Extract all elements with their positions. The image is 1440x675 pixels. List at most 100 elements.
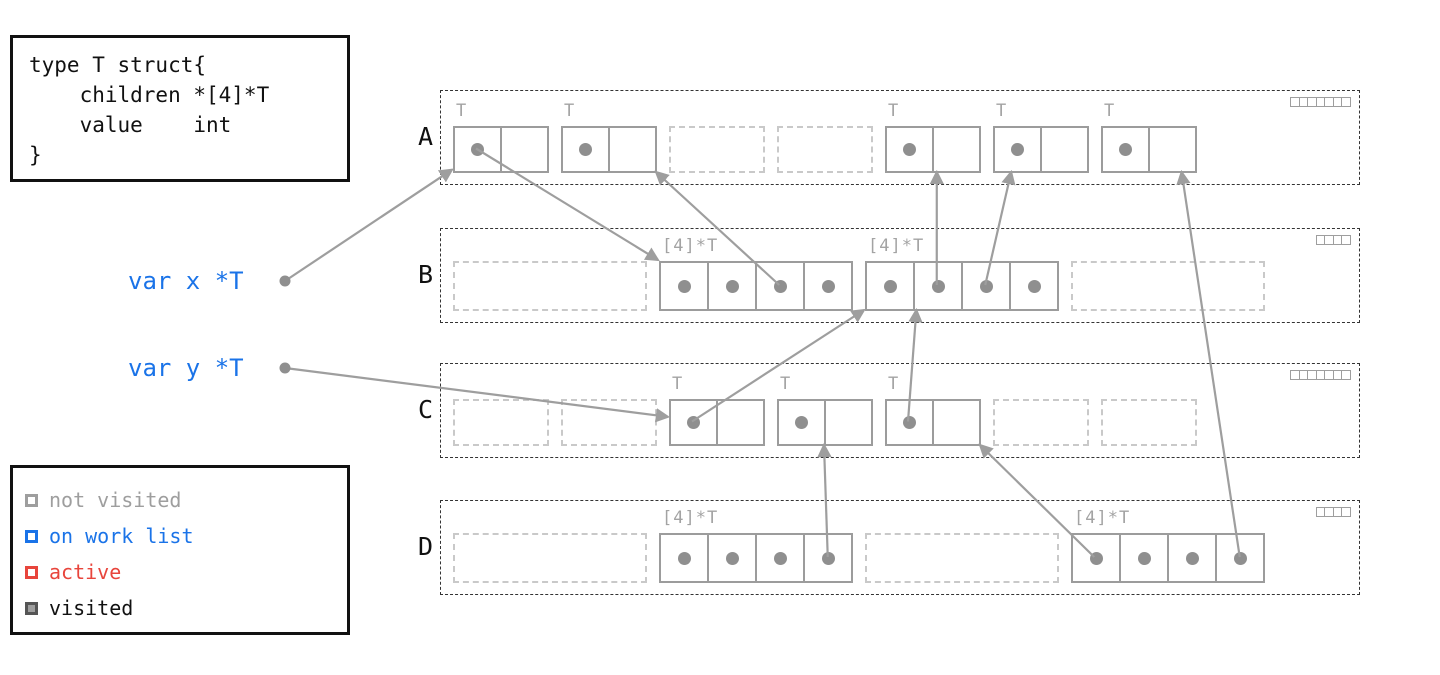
minigrid-cell (1341, 370, 1351, 380)
object-cell (716, 401, 763, 444)
object-type-label: [4]*T (1074, 508, 1131, 528)
object-cell (755, 263, 803, 309)
object-cell (887, 128, 932, 171)
object-cell (661, 535, 707, 581)
pointer-field-dot (1119, 143, 1132, 156)
var-x-label: var x *T (128, 267, 244, 295)
allocation-minigrid (1315, 235, 1351, 245)
pointer-field-dot (903, 416, 916, 429)
free-slot (453, 533, 647, 583)
array-object (1071, 533, 1265, 583)
object-cell (1103, 128, 1148, 171)
object-cell (1040, 128, 1087, 171)
object-type-label: [4]*T (662, 236, 719, 256)
allocation-minigrid (1315, 507, 1351, 517)
t-object (885, 399, 981, 446)
object-cell (932, 401, 979, 444)
array-object (865, 261, 1059, 311)
object-cell (803, 263, 851, 309)
visited-swatch-icon (25, 601, 38, 615)
legend-label: not visited (49, 488, 182, 512)
pointer-field-dot (471, 143, 484, 156)
active-swatch-icon (25, 565, 38, 579)
object-cell (1148, 128, 1195, 171)
legend-label: active (49, 560, 122, 584)
free-slot (865, 533, 1059, 583)
object-cell (608, 128, 655, 171)
object-cell (1167, 535, 1215, 581)
pointer-field-dot (677, 551, 691, 565)
object-type-label: T (888, 374, 900, 394)
t-object (561, 126, 657, 173)
object-cell (707, 535, 755, 581)
heap-region-D: D[4]*T[4]*T (418, 500, 1360, 595)
pointer-field-dot (579, 143, 592, 156)
region-label-B: B (417, 259, 433, 289)
code-line: } (29, 143, 42, 167)
object-cell (913, 263, 961, 309)
not-visited-swatch-icon (25, 493, 38, 507)
pointer-field-dot (883, 279, 897, 293)
object-cell (824, 401, 871, 444)
object-cell (995, 128, 1040, 171)
legend-item-visited: visited (25, 590, 347, 626)
object-type-label: T (780, 374, 792, 394)
pointer-field-dot (1089, 551, 1103, 565)
allocation-minigrid (1290, 97, 1351, 107)
object-cell (755, 535, 803, 581)
minigrid-cell (1341, 97, 1351, 107)
free-slot (561, 399, 657, 446)
object-cell (671, 401, 716, 444)
object-cell (500, 128, 547, 171)
pointer-field-dot (903, 143, 916, 156)
pointer-field-dot (821, 551, 835, 565)
object-cell (961, 263, 1009, 309)
var-y-label: var y *T (128, 354, 244, 382)
object-cell (1215, 535, 1263, 581)
object-cell (707, 263, 755, 309)
t-object (669, 399, 765, 446)
region-label-D: D (417, 531, 433, 561)
object-cell (1009, 263, 1057, 309)
pointer-field-dot (725, 279, 739, 293)
object-cell (455, 128, 500, 171)
object-cell (932, 128, 979, 171)
object-type-label: T (564, 101, 576, 121)
pointer-field-dot (1027, 279, 1041, 293)
object-cell (867, 263, 913, 309)
var-x-pointer-dot (279, 275, 291, 287)
array-object (659, 261, 853, 311)
pointer-field-dot (773, 551, 787, 565)
object-type-label: [4]*T (868, 236, 925, 256)
object-cell (887, 401, 932, 444)
free-slot (453, 261, 647, 311)
object-cell (1073, 535, 1119, 581)
type-definition-box: type T struct{ children *[4]*T value int… (10, 35, 350, 182)
pointer-field-dot (821, 279, 835, 293)
pointer-field-dot (725, 551, 739, 565)
pointer-field-dot (1137, 551, 1151, 565)
code-line: type T struct{ (29, 53, 207, 77)
array-object (659, 533, 853, 583)
allocation-minigrid (1290, 370, 1351, 380)
legend-label: visited (49, 596, 134, 620)
object-cell (779, 401, 824, 444)
code-line: children *[4]*T (29, 83, 270, 107)
legend: not visited on work list active visited (10, 465, 350, 635)
pointer-field-dot (677, 279, 691, 293)
pointer-field-dot (795, 416, 808, 429)
t-object (777, 399, 873, 446)
minigrid-cell (1341, 507, 1351, 517)
heap-region-B: B [4]*T [4]*T (418, 228, 1360, 323)
object-cell (1119, 535, 1167, 581)
free-slot (777, 126, 873, 173)
t-object (1101, 126, 1197, 173)
pointer-field-dot (1011, 143, 1024, 156)
object-type-label: T (888, 101, 900, 121)
free-slot (993, 399, 1089, 446)
pointer-field-dot (1233, 551, 1247, 565)
on-work-list-swatch-icon (25, 529, 38, 543)
pointer-field-dot (773, 279, 787, 293)
